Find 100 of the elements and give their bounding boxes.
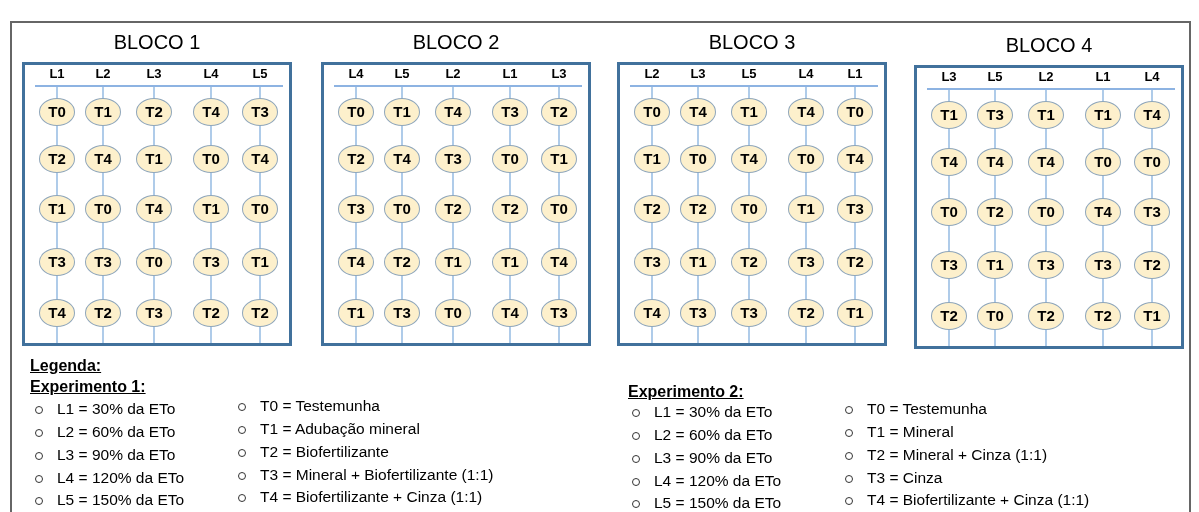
drip-line-segment — [401, 86, 403, 99]
plot-circle: T1 — [435, 248, 471, 276]
drip-line-segment — [994, 89, 996, 102]
line-label: L2 — [87, 65, 119, 81]
drip-line-segment — [558, 86, 560, 99]
drip-line-segment — [56, 86, 58, 99]
plot-circle: T4 — [338, 248, 374, 276]
plot-circle: T4 — [435, 98, 471, 126]
plot-circle: T1 — [977, 251, 1013, 279]
drip-line-segment — [948, 225, 950, 252]
drip-line-segment — [259, 172, 261, 196]
drip-line-segment — [994, 175, 996, 199]
drip-line-segment — [805, 172, 807, 196]
plot-circle: T0 — [680, 145, 716, 173]
plot-circle: T2 — [136, 98, 172, 126]
line-label: L2 — [636, 65, 668, 81]
drip-line-segment — [1045, 225, 1047, 252]
drip-line-segment — [805, 86, 807, 99]
drip-line-segment — [259, 326, 261, 345]
drip-line-segment — [102, 222, 104, 249]
plot-circle: T1 — [338, 299, 374, 327]
plot-circle: T4 — [85, 145, 121, 173]
legend-item: L4 = 120% da ETo — [654, 471, 782, 491]
drip-line-segment — [153, 275, 155, 300]
plot-circle: T4 — [541, 248, 577, 276]
plot-circle: T2 — [541, 98, 577, 126]
plot-circle: T2 — [931, 302, 967, 330]
drip-line-segment — [259, 222, 261, 249]
line-label: L3 — [682, 65, 714, 81]
plot-circle: T2 — [731, 248, 767, 276]
drip-line-segment — [1102, 225, 1104, 252]
plot-circle: T4 — [1134, 101, 1170, 129]
legend-item: L5 = 150% da ETo — [654, 493, 782, 512]
drip-line-segment — [748, 86, 750, 99]
legend-item: T1 = Adubação mineral — [260, 419, 420, 439]
plot-circle: T2 — [837, 248, 873, 276]
plot-circle: T1 — [788, 195, 824, 223]
drip-line-segment — [948, 278, 950, 303]
drip-line-segment — [401, 326, 403, 345]
plot-circle: T2 — [242, 299, 278, 327]
drip-line-segment — [697, 275, 699, 300]
plot-circle: T0 — [384, 195, 420, 223]
drip-line-segment — [509, 222, 511, 249]
line-label: L5 — [386, 65, 418, 81]
drip-line-segment — [697, 326, 699, 345]
plot-circle: T1 — [242, 248, 278, 276]
drip-line-segment — [651, 86, 653, 99]
drip-line-segment — [355, 172, 357, 196]
drip-line-segment — [153, 125, 155, 146]
drip-line-segment — [854, 86, 856, 99]
plot-circle: T1 — [39, 195, 75, 223]
drip-line-segment — [697, 172, 699, 196]
plot-circle: T3 — [977, 101, 1013, 129]
plot-circle: T2 — [435, 195, 471, 223]
legend-item: L5 = 150% da ETo — [57, 490, 185, 510]
line-label: L2 — [437, 65, 469, 81]
plot-circle: T1 — [193, 195, 229, 223]
plot-circle: T0 — [1028, 198, 1064, 226]
legend-item: L3 = 90% da ETo — [57, 445, 176, 465]
legend-item: T1 = Mineral — [867, 422, 954, 442]
drip-line-segment — [1151, 278, 1153, 303]
legend-item: L1 = 30% da ETo — [57, 399, 176, 419]
plot-circle: T2 — [1134, 251, 1170, 279]
line-label: L3 — [543, 65, 575, 81]
line-label: L1 — [494, 65, 526, 81]
drip-line-segment — [748, 275, 750, 300]
legend-item: T2 = Biofertilizante — [260, 442, 389, 462]
drip-line-segment — [56, 326, 58, 345]
plot-circle: T0 — [1134, 148, 1170, 176]
drip-line-segment — [697, 125, 699, 146]
drip-line-segment — [259, 86, 261, 99]
line-label: L5 — [733, 65, 765, 81]
drip-line-segment — [854, 172, 856, 196]
plot-circle: T2 — [39, 145, 75, 173]
plot-circle: T2 — [384, 248, 420, 276]
manifold-line — [927, 88, 1175, 90]
plot-circle: T0 — [136, 248, 172, 276]
drip-line-segment — [1102, 175, 1104, 199]
block-title: BLOCO 2 — [411, 30, 501, 55]
plot-circle: T4 — [492, 299, 528, 327]
line-label: L3 — [138, 65, 170, 81]
plot-circle: T1 — [1134, 302, 1170, 330]
drip-line-segment — [805, 125, 807, 146]
drip-line-segment — [1102, 89, 1104, 102]
plot-circle: T1 — [931, 101, 967, 129]
manifold-line — [334, 85, 582, 87]
plot-circle: T3 — [85, 248, 121, 276]
plot-circle: T2 — [1028, 302, 1064, 330]
plot-circle: T0 — [39, 98, 75, 126]
drip-line-segment — [1045, 175, 1047, 199]
plot-circle: T4 — [242, 145, 278, 173]
plot-circle: T4 — [193, 98, 229, 126]
drip-line-segment — [102, 86, 104, 99]
drip-line-segment — [452, 172, 454, 196]
plot-circle: T1 — [731, 98, 767, 126]
drip-line-segment — [854, 125, 856, 146]
drip-line-segment — [153, 86, 155, 99]
drip-line-segment — [355, 86, 357, 99]
drip-line-segment — [452, 222, 454, 249]
drip-line-segment — [56, 172, 58, 196]
